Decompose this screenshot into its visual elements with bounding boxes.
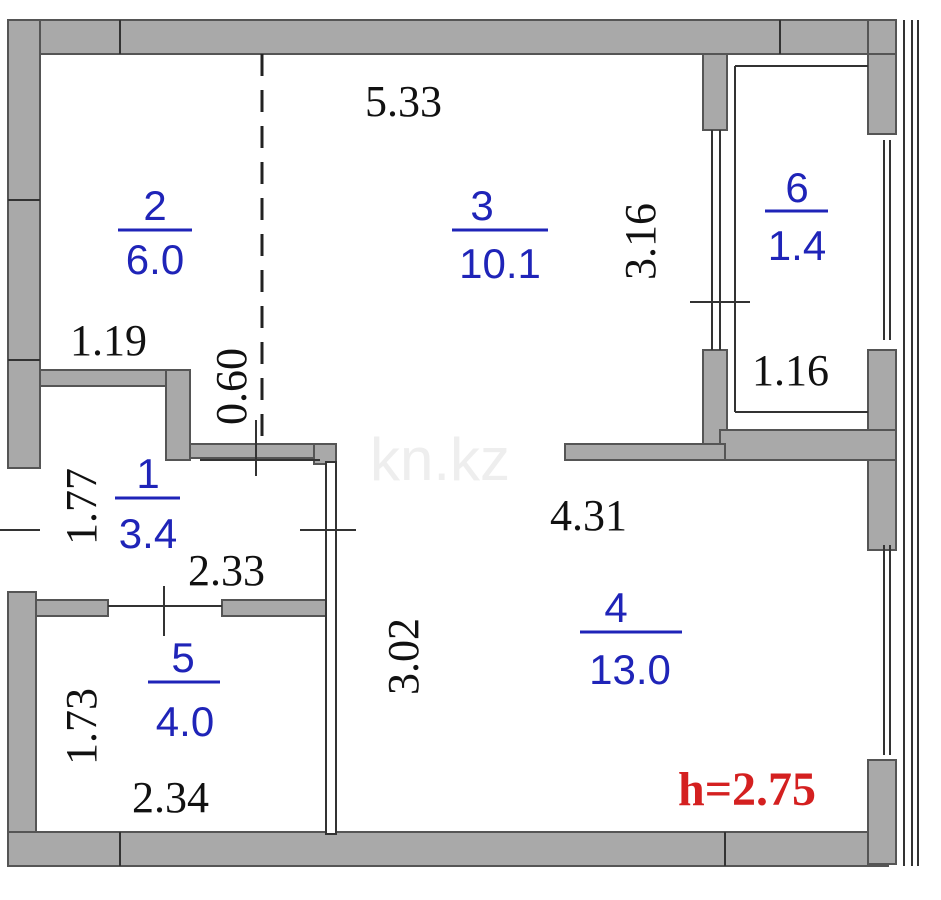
room-2-label: 2 6.0 (118, 182, 192, 283)
dimension-2-33: 2.33 (188, 546, 265, 595)
dimension-1-73: 1.73 (57, 688, 106, 765)
room-area: 6.0 (126, 236, 184, 283)
room-number: 5 (171, 634, 194, 681)
room-6-label: 6 1.4 (765, 164, 828, 269)
watermark: kn.kz (370, 426, 510, 493)
room-4-label: 4 13.0 (580, 584, 682, 693)
room-number: 4 (604, 584, 627, 631)
exterior-window-lines (883, 20, 919, 866)
dimension-2-34: 2.34 (132, 773, 209, 822)
ceiling-height-label: h=2.75 (678, 763, 816, 816)
wall-accents (8, 20, 781, 866)
interior-walls (35, 53, 897, 835)
door-markers (0, 420, 356, 636)
room-3-label: 3 10.1 (452, 182, 548, 287)
dimension-3-02: 3.02 (379, 618, 428, 695)
outer-walls (7, 19, 897, 867)
dimension-4-31: 4.31 (550, 491, 627, 540)
dimension-3-16: 3.16 (616, 203, 665, 280)
room-1-label: 1 3.4 (115, 450, 180, 557)
room-number: 3 (470, 182, 493, 229)
dimension-0-60: 0.60 (207, 348, 256, 425)
room-number: 1 (136, 450, 159, 497)
room-area: 4.0 (156, 698, 214, 745)
dimension-1-77: 1.77 (57, 468, 106, 545)
room-number: 6 (785, 164, 808, 211)
room-area: 1.4 (768, 222, 826, 269)
dimension-1-19: 1.19 (70, 316, 147, 365)
room-area: 10.1 (459, 240, 541, 287)
dimension-labels: 5.33 3.16 1.19 0.60 1.16 1.77 2.33 4.31 … (57, 77, 829, 822)
balcony-window (690, 65, 868, 413)
room-number: 2 (143, 182, 166, 229)
dimension-5-33: 5.33 (365, 77, 442, 126)
dimension-1-16: 1.16 (752, 346, 829, 395)
room-5-label: 5 4.0 (148, 634, 220, 745)
room-area: 3.4 (119, 510, 177, 557)
room-area: 13.0 (589, 646, 671, 693)
